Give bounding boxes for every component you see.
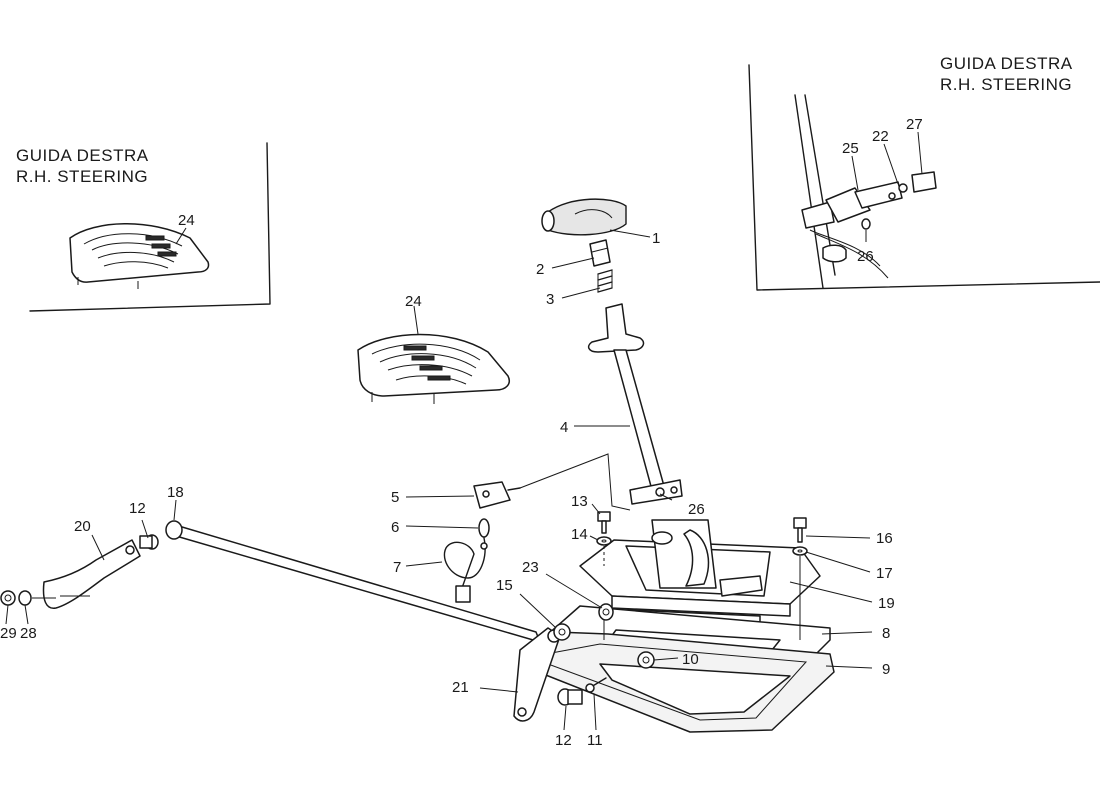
callout-18: 18 [167,484,184,501]
inset-right-frame [748,64,1100,291]
bushing-15 [553,623,571,641]
callout-20: 20 [74,518,91,535]
callout-5: 5 [391,489,399,506]
selector-lever-20 [42,539,141,609]
callout-17: 17 [876,565,893,582]
bolt-13 [597,511,611,534]
washer-14 [596,536,612,546]
callout-21: 21 [452,679,469,696]
knob-bushing [589,239,611,267]
callout-24-inset: 24 [178,212,195,229]
gate-housing [579,519,821,639]
bolt-16 [793,517,807,543]
callout-4: 4 [560,419,568,436]
nut-29 [0,590,16,606]
connector-6 [478,518,490,538]
inset-right-title: GUIDA DESTRA R.H. STEERING [940,53,1073,95]
bushing-23 [598,603,614,621]
callout-26-inset: 26 [857,248,874,265]
callout-2: 2 [536,261,544,278]
shift-rod [139,520,541,643]
callout-16: 16 [876,530,893,547]
shift-lever [587,303,683,505]
bushing-10 [637,651,655,669]
bolt-axes [603,546,801,640]
ball-joint-12 [557,688,583,706]
selector-switch-5 [473,481,521,509]
washer-17 [792,546,808,556]
callout-27: 27 [906,116,923,133]
callout-1: 1 [652,230,660,247]
shift-knob [541,198,627,236]
return-spring [597,269,613,293]
callout-11: 11 [587,732,603,749]
callout-26-main: 26 [688,501,705,518]
washer-28 [18,590,32,606]
callout-13: 13 [571,493,588,510]
inset-right-title-line2: R.H. STEERING [940,75,1073,94]
shift-cover-24 [357,333,510,404]
callout-28: 28 [20,625,37,642]
inset-left-title-line1: GUIDA DESTRA [16,146,149,165]
callout-7: 7 [393,559,401,576]
callout-14: 14 [571,526,588,543]
callout-10: 10 [682,651,699,668]
inset-left-frame [29,142,271,312]
leader-lines [5,131,923,731]
inset-left-title: GUIDA DESTRA R.H. STEERING [16,145,149,187]
callout-6: 6 [391,519,399,536]
callout-12-lower: 12 [555,732,572,749]
callout-24-main: 24 [405,293,422,310]
wiring-harness-7 [443,537,488,603]
callout-9: 9 [882,661,890,678]
screw-11 [585,677,607,693]
callout-8: 8 [882,625,890,642]
callout-numbers: 1 2 3 4 5 6 7 8 9 10 11 12 12 13 14 15 1… [0,116,923,749]
callout-25: 25 [842,140,859,157]
inset-shift-cover [69,223,210,289]
inset-left-title-line2: R.H. STEERING [16,167,149,186]
callout-19: 19 [878,595,895,612]
callout-23: 23 [522,559,539,576]
callout-29: 29 [0,625,17,642]
callout-3: 3 [546,291,554,308]
inset-right-title-line1: GUIDA DESTRA [940,54,1073,73]
inset-rh-linkage [794,94,937,289]
callout-15: 15 [496,577,513,594]
callout-12-upper: 12 [129,500,146,517]
callout-22: 22 [872,128,889,145]
